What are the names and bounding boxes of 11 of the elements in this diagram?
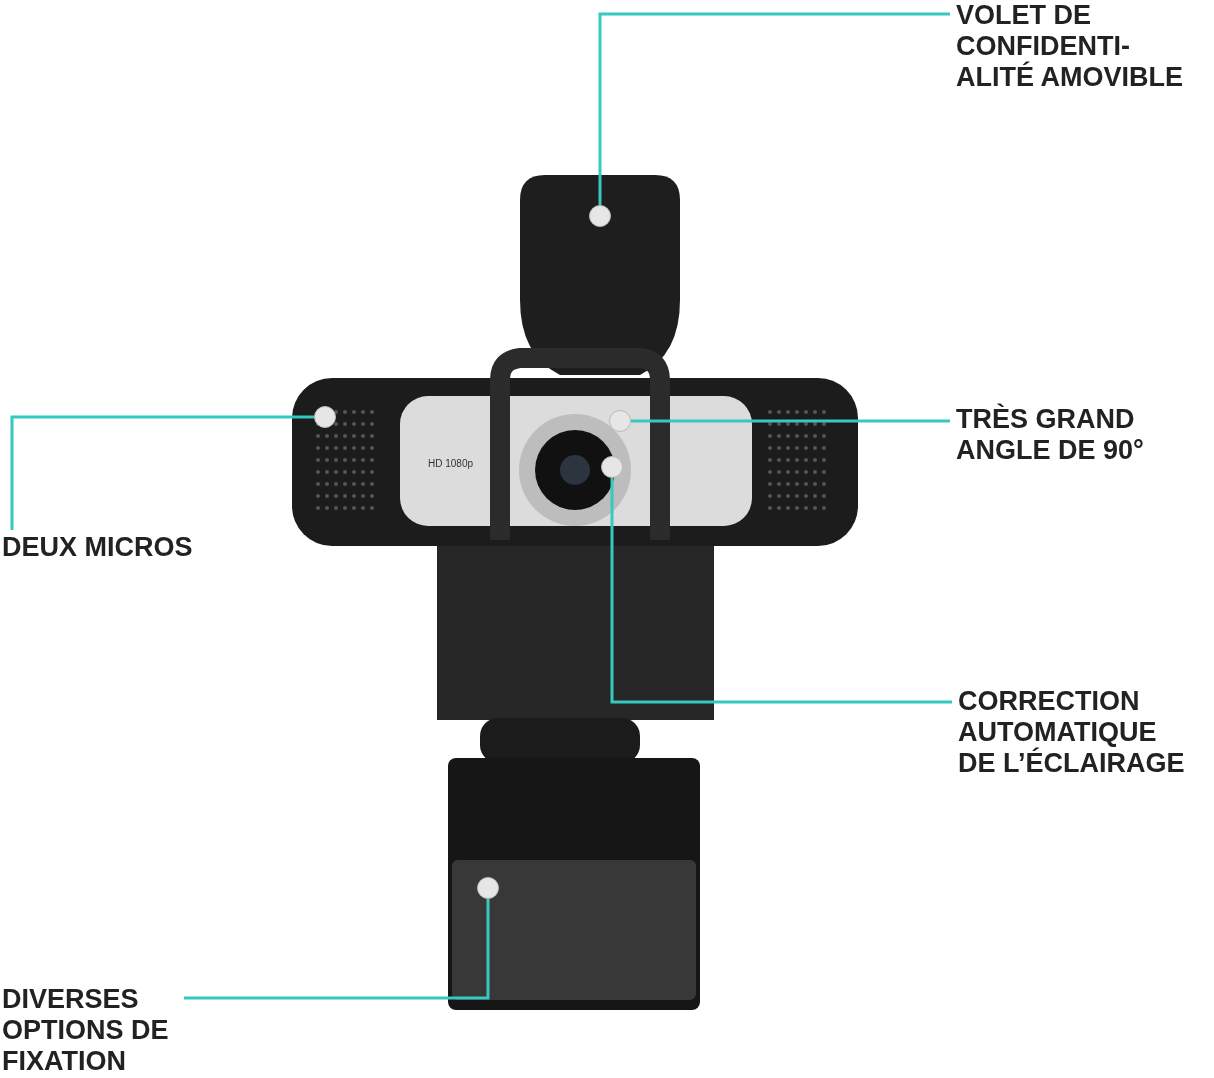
model-marking: HD 1080p (428, 458, 474, 469)
callout-label: CORRECTION AUTOMATIQUE DE L’ÉCLAIRAGE (958, 686, 1194, 779)
leader-line (10, 415, 314, 530)
callout-label: TRÈS GRAND ANGLE DE 90° (956, 404, 1214, 466)
leader-line (610, 478, 952, 704)
callout-label: DEUX MICROS (2, 532, 262, 563)
callout-label: VOLET DE CONFIDENTI- ALITÉ AMOVIBLE (956, 0, 1214, 93)
leader-line (631, 419, 950, 423)
leader-line (598, 12, 950, 205)
leader-line (184, 899, 490, 1000)
callout-label: DIVERSES OPTIONS DE FIXATION (2, 984, 178, 1077)
